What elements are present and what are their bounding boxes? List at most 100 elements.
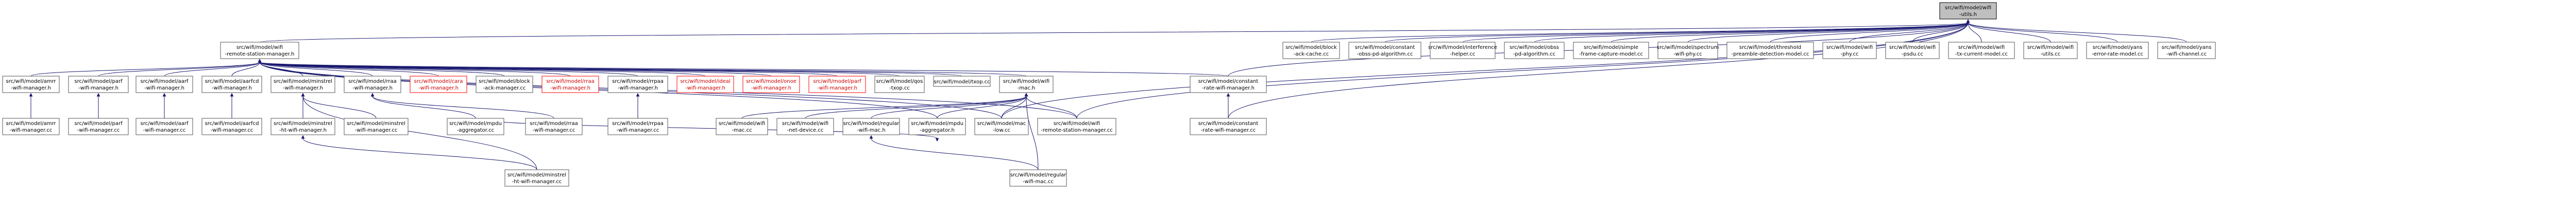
node-simple-frame-capture-model-cc[interactable]: src/wifi/model/simple-frame-capture-mode… xyxy=(1573,42,1649,59)
node-interference-helper-cc[interactable]: src/wifi/model/interference-helper.cc xyxy=(1428,42,1497,59)
svg-text:-utils.h: -utils.h xyxy=(1959,12,1977,17)
svg-text:src/wifi/model/wifi: src/wifi/model/wifi xyxy=(1826,45,1873,50)
svg-text:src/wifi/model/wifi: src/wifi/model/wifi xyxy=(1958,45,2005,50)
svg-text:-wifi-manager.h: -wifi-manager.h xyxy=(418,85,459,91)
svg-text:src/wifi/model/regular: src/wifi/model/regular xyxy=(843,121,900,127)
node-aarfcd-wifi-manager-h[interactable]: src/wifi/model/aarfcd-wifi-manager.h xyxy=(201,76,262,93)
node-constant-rate-wifi-manager-h[interactable]: src/wifi/model/constant-rate-wifi-manage… xyxy=(1190,76,1267,93)
svg-text:src/wifi/model/aarfcd: src/wifi/model/aarfcd xyxy=(205,79,259,84)
svg-text:-remote-station-manager.h: -remote-station-manager.h xyxy=(225,51,295,57)
include-edge xyxy=(1966,19,1982,43)
node-spectrum-wifi-phy-cc[interactable]: src/wifi/model/spectrum-wifi-phy.cc xyxy=(1657,42,1719,59)
svg-text:-wifi-channel.cc: -wifi-channel.cc xyxy=(2166,51,2207,57)
node-rrpaa-wifi-manager-h[interactable]: src/wifi/model/rrpaa-wifi-manager.h xyxy=(607,76,668,93)
node-regular-wifi-mac-h[interactable]: src/wifi/model/regular-wifi-mac.h xyxy=(842,118,900,135)
node-wifi-mac-cc[interactable]: src/wifi/model/wifi-mac.cc xyxy=(716,118,768,135)
node-aarf-wifi-manager-cc[interactable]: src/wifi/model/aarf-wifi-manager.cc xyxy=(135,118,193,135)
include-edge xyxy=(1966,19,2118,43)
svg-text:src/wifi/model/qos: src/wifi/model/qos xyxy=(876,79,923,84)
svg-text:src/wifi/model/minstrel: src/wifi/model/minstrel xyxy=(274,121,332,127)
include-edge xyxy=(258,59,1077,119)
svg-text:src/wifi/model/wifi: src/wifi/model/wifi xyxy=(1054,121,1100,127)
svg-text:src/wifi/model/minstrel: src/wifi/model/minstrel xyxy=(507,172,566,178)
node-wifi-phy-cc[interactable]: src/wifi/model/wifi-phy.cc xyxy=(1822,42,1877,59)
svg-text:-wifi-manager.cc: -wifi-manager.cc xyxy=(211,128,253,133)
include-edge xyxy=(1076,19,1970,119)
svg-text:src/wifi/model/amrr: src/wifi/model/amrr xyxy=(6,79,56,84)
node-block-ack-manager-cc[interactable]: src/wifi/model/block-ack-manager.cc xyxy=(476,76,533,93)
svg-text:-wifi-mac.h: -wifi-mac.h xyxy=(857,128,885,133)
node-parf-wifi-manager-h[interactable]: src/wifi/model/parf-wifi-manager.h xyxy=(808,76,866,93)
svg-text:-wifi-manager.h: -wifi-manager.h xyxy=(144,85,184,91)
node-aarf-wifi-manager-h[interactable]: src/wifi/model/aarf-wifi-manager.h xyxy=(135,76,193,93)
include-edge xyxy=(1687,19,1970,43)
svg-text:src/wifi/model/aarf: src/wifi/model/aarf xyxy=(141,121,189,127)
node-qos-txop-cc[interactable]: src/wifi/model/qos-txop.cc xyxy=(874,76,925,93)
svg-text:-ack-manager.cc: -ack-manager.cc xyxy=(483,85,526,91)
node-wifi-psdu-cc[interactable]: src/wifi/model/wifi-psdu.cc xyxy=(1885,42,1940,59)
svg-text:-ack-cache.cc: -ack-cache.cc xyxy=(1294,51,1329,57)
node-rrpaa-wifi-manager-cc[interactable]: src/wifi/model/rrpaa-wifi-manager.cc xyxy=(607,118,668,135)
node-mac-low-cc[interactable]: src/wifi/model/mac-low.cc xyxy=(974,118,1029,135)
node-yans-wifi-channel-cc[interactable]: src/wifi/model/yans-wifi-channel.cc xyxy=(2157,42,2216,59)
svg-text:src/wifi/model/parf: src/wifi/model/parf xyxy=(74,79,123,84)
svg-text:-wifi-manager.h: -wifi-manager.h xyxy=(283,85,323,91)
node-wifi-mac-h[interactable]: src/wifi/model/wifi-mac.h xyxy=(999,76,1054,93)
include-edge xyxy=(259,19,1970,43)
svg-text:src/wifi/model/mac: src/wifi/model/mac xyxy=(977,121,1026,127)
node-amrr-wifi-manager-h[interactable]: src/wifi/model/amrr-wifi-manager.h xyxy=(2,76,60,93)
svg-text:-wifi-manager.h: -wifi-manager.h xyxy=(817,85,857,91)
node-block-ack-cache-cc[interactable]: src/wifi/model/block-ack-cache.cc xyxy=(1282,42,1340,59)
node-rraa-wifi-manager-h[interactable]: src/wifi/model/rraa-wifi-manager.h xyxy=(344,76,401,93)
node-cara-wifi-manager-h[interactable]: src/wifi/model/cara-wifi-manager.h xyxy=(410,76,467,93)
include-edge xyxy=(1966,19,2051,43)
node-obss-pd-algorithm-cc[interactable]: src/wifi/model/obss-pd-algorithm.cc xyxy=(1504,42,1565,59)
include-edge xyxy=(1966,19,2187,43)
node-wifi-net-device-cc[interactable]: src/wifi/model/wifi-net-device.cc xyxy=(776,118,834,135)
node-txop-cc[interactable]: src/wifi/model/txop.cc xyxy=(933,76,991,87)
svg-text:-wifi-manager.h: -wifi-manager.h xyxy=(618,85,658,91)
node-ideal-wifi-manager-h[interactable]: src/wifi/model/ideal-wifi-manager.h xyxy=(676,76,734,93)
svg-text:-error-rate-model.cc: -error-rate-model.cc xyxy=(2092,51,2143,57)
svg-text:-rate-wifi-manager.cc: -rate-wifi-manager.cc xyxy=(1201,128,1256,133)
svg-text:src/wifi/model/wifi: src/wifi/model/wifi xyxy=(719,121,765,127)
include-edge xyxy=(164,59,262,77)
node-minstrel-wifi-manager-h[interactable]: src/wifi/model/minstrel-wifi-manager.h xyxy=(270,76,335,93)
svg-text:src/wifi/model/mpdu: src/wifi/model/mpdu xyxy=(911,121,963,127)
node-amrr-wifi-manager-cc[interactable]: src/wifi/model/amrr-wifi-manager.cc xyxy=(2,118,60,135)
node-minstrel-ht-wifi-manager-cc[interactable]: src/wifi/model/minstrel-ht-wifi-manager.… xyxy=(504,169,569,187)
node-rraa-wifi-manager-red-h[interactable]: src/wifi/model/rraa-wifi-manager.h xyxy=(541,76,599,93)
node-regular-wifi-mac-cc[interactable]: src/wifi/model/regular-wifi-mac.cc xyxy=(1009,169,1067,187)
svg-text:src/wifi/model/yans: src/wifi/model/yans xyxy=(2162,45,2212,50)
node-minstrel-wifi-manager-cc[interactable]: src/wifi/model/minstrel-wifi-manager.cc xyxy=(344,118,409,135)
include-edge xyxy=(1228,19,1970,119)
include-edge xyxy=(741,93,1028,119)
include-edge xyxy=(258,59,439,77)
node-wifi-remote-station-manager-h[interactable]: src/wifi/model/wifi-remote-station-manag… xyxy=(220,42,299,59)
node-minstrel-ht-wifi-manager-h[interactable]: src/wifi/model/minstrel-ht-wifi-manager.… xyxy=(270,118,335,135)
node-aarfcd-wifi-manager-cc[interactable]: src/wifi/model/aarfcd-wifi-manager.cc xyxy=(201,118,262,135)
node-rraa-wifi-manager-cc[interactable]: src/wifi/model/rraa-wifi-manager.cc xyxy=(525,118,583,135)
node-onoe-wifi-manager-h[interactable]: src/wifi/model/onoe-wifi-manager.h xyxy=(742,76,800,93)
include-edge xyxy=(1024,93,1077,119)
node-wifi-utils-h[interactable]: src/wifi/model/wifi-utils.h xyxy=(1939,2,1997,20)
node-wifi-utils-cc[interactable]: src/wifi/model/wifi-utils.cc xyxy=(2023,42,2078,59)
node-constant-rate-wifi-manager-cc[interactable]: src/wifi/model/constant-rate-wifi-manage… xyxy=(1190,118,1267,135)
node-aparf-wifi-manager-cc[interactable]: src/wifi/model/parf-wifi-manager.cc xyxy=(68,118,129,135)
svg-text:-wifi-phy.cc: -wifi-phy.cc xyxy=(1673,51,1702,57)
include-edge xyxy=(370,93,476,119)
node-threshold-preamble-detection-model-cc[interactable]: src/wifi/model/threshold-preamble-detect… xyxy=(1726,42,1814,59)
node-wifi-tx-current-model-cc[interactable]: src/wifi/model/wifi-tx-current-model.cc xyxy=(1948,42,2015,59)
include-edge xyxy=(370,93,554,119)
svg-text:src/wifi/model/wifi: src/wifi/model/wifi xyxy=(782,121,828,127)
node-mpdu-aggregator-h[interactable]: src/wifi/model/mpdu-aggregator.h xyxy=(908,118,966,135)
node-mpdu-aggregator-cc[interactable]: src/wifi/model/mpdu-aggregator.cc xyxy=(447,118,504,135)
include-edge xyxy=(301,93,377,119)
node-wifi-remote-station-manager-cc[interactable]: src/wifi/model/wifi-remote-station-manag… xyxy=(1037,118,1116,135)
svg-text:src/wifi/model/interference: src/wifi/model/interference xyxy=(1428,45,1497,50)
svg-text:src/wifi/model/minstrel: src/wifi/model/minstrel xyxy=(347,121,405,127)
node-constant-obss-pd-algorithm-cc[interactable]: src/wifi/model/constant-obss-pd-algorith… xyxy=(1348,42,1421,59)
node-yans-error-rate-model-cc[interactable]: src/wifi/model/yans-error-rate-model.cc xyxy=(2086,42,2149,59)
node-aparf-wifi-manager-h[interactable]: src/wifi/model/parf-wifi-manager.h xyxy=(68,76,129,93)
